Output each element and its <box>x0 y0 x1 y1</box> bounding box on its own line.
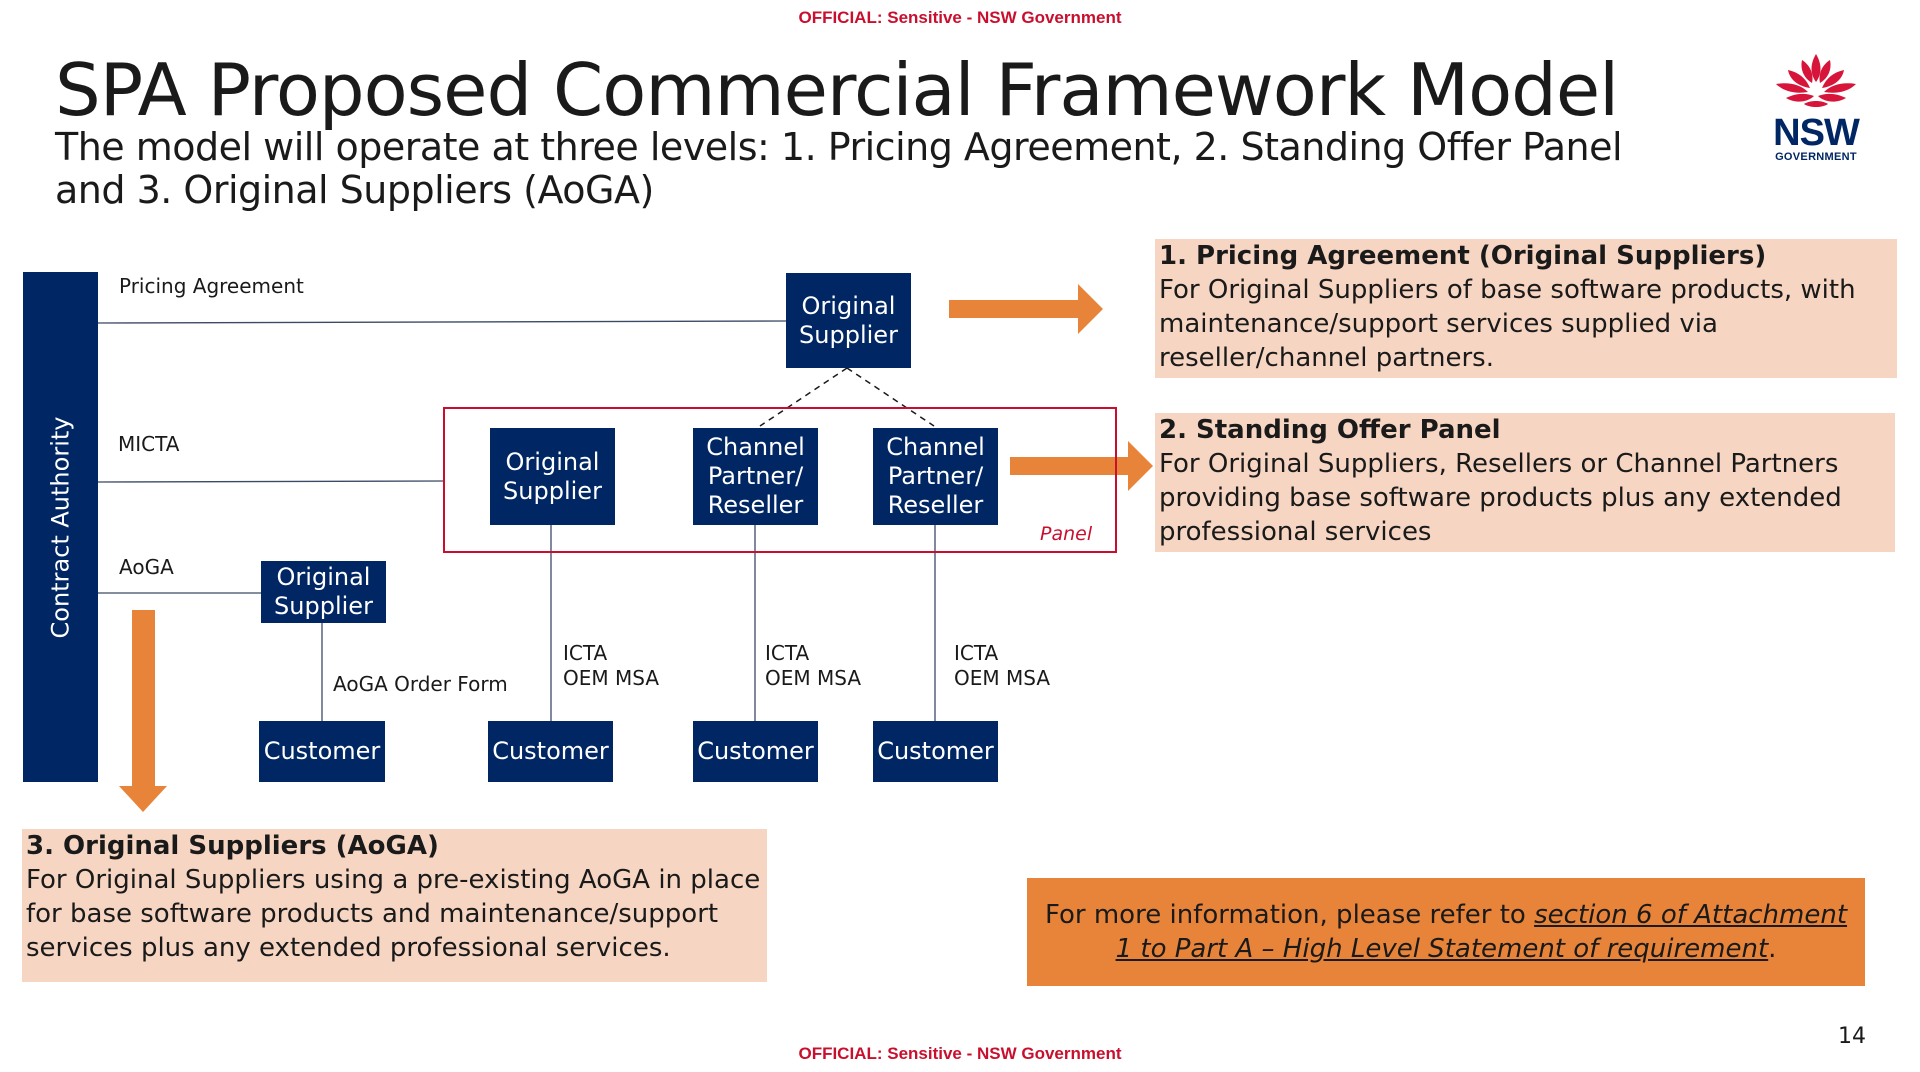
standing-offer-panel-description: 2. Standing Offer Panel For Original Sup… <box>1155 413 1895 552</box>
more-info-prefix: For more information, please refer to <box>1044 900 1535 930</box>
channel-partner-box-1: Channel Partner/ Reseller <box>693 428 818 525</box>
panel-box <box>443 407 1117 553</box>
aoga-heading: 3. Original Suppliers (AoGA) <box>26 831 439 861</box>
page-subtitle: The model will operate at three levels: … <box>55 125 1623 212</box>
statement-of-requirement-link[interactable]: section 6 of Attachment 1 to Part A – Hi… <box>1115 900 1848 964</box>
more-info-box: For more information, please refer to se… <box>1027 878 1865 986</box>
pricing-agreement-label: Pricing Agreement <box>119 274 304 298</box>
aoga-label: AoGA <box>119 555 174 579</box>
contract-authority-bar: Contract Authority <box>23 272 98 782</box>
channel-partner-box-2: Channel Partner/ Reseller <box>873 428 998 525</box>
standing-offer-panel-heading: 2. Standing Offer Panel <box>1159 415 1501 445</box>
msa-label-1: ICTA OEM MSA <box>563 641 659 690</box>
pricing-original-supplier-box: Original Supplier <box>786 273 911 368</box>
customer-box-panel-supplier: Customer <box>488 721 613 782</box>
standing-offer-panel-body: For Original Suppliers, Resellers or Cha… <box>1159 449 1842 547</box>
pricing-line <box>97 320 787 324</box>
arrow-to-pricing-icon <box>949 284 1103 334</box>
arrow-to-aoga-icon <box>119 610 167 812</box>
panel-label: Panel <box>1040 523 1093 545</box>
pricing-agreement-body: For Original Suppliers of base software … <box>1159 275 1856 373</box>
page-title: SPA Proposed Commercial Framework Model <box>55 48 1619 132</box>
classification-bottom: OFFICIAL: Sensitive - NSW Government <box>798 1044 1122 1063</box>
pricing-agreement-description: 1. Pricing Agreement (Original Suppliers… <box>1155 239 1897 378</box>
aoga-original-supplier-box: Original Supplier <box>261 561 386 623</box>
nsw-logo: NSW GOVERNMENT <box>1766 50 1866 163</box>
classification-top: OFFICIAL: Sensitive - NSW Government <box>798 8 1122 27</box>
msa-label-3: ICTA OEM MSA <box>954 641 1050 690</box>
logo-subtext: GOVERNMENT <box>1775 151 1857 163</box>
micta-line <box>97 480 444 483</box>
customer-box-channel-1: Customer <box>693 721 818 782</box>
waratah-icon <box>1776 54 1856 107</box>
customer-box-aoga: Customer <box>259 721 385 782</box>
page-number: 14 <box>1838 1024 1866 1049</box>
pricing-agreement-heading: 1. Pricing Agreement (Original Suppliers… <box>1159 241 1767 271</box>
aoga-description: 3. Original Suppliers (AoGA) For Origina… <box>22 829 767 982</box>
contract-authority-label: Contract Authority <box>46 416 75 638</box>
micta-label: MICTA <box>118 432 180 456</box>
arrow-to-panel-icon <box>1010 441 1153 491</box>
panel-original-supplier-box: Original Supplier <box>490 428 615 525</box>
more-info-suffix: . <box>1768 934 1777 964</box>
logo-text: NSW <box>1773 112 1860 154</box>
aoga-order-form-label: AoGA Order Form <box>333 672 508 696</box>
msa-label-2: ICTA OEM MSA <box>765 641 861 690</box>
customer-box-channel-2: Customer <box>873 721 998 782</box>
aoga-body: For Original Suppliers using a pre-exist… <box>26 865 761 963</box>
